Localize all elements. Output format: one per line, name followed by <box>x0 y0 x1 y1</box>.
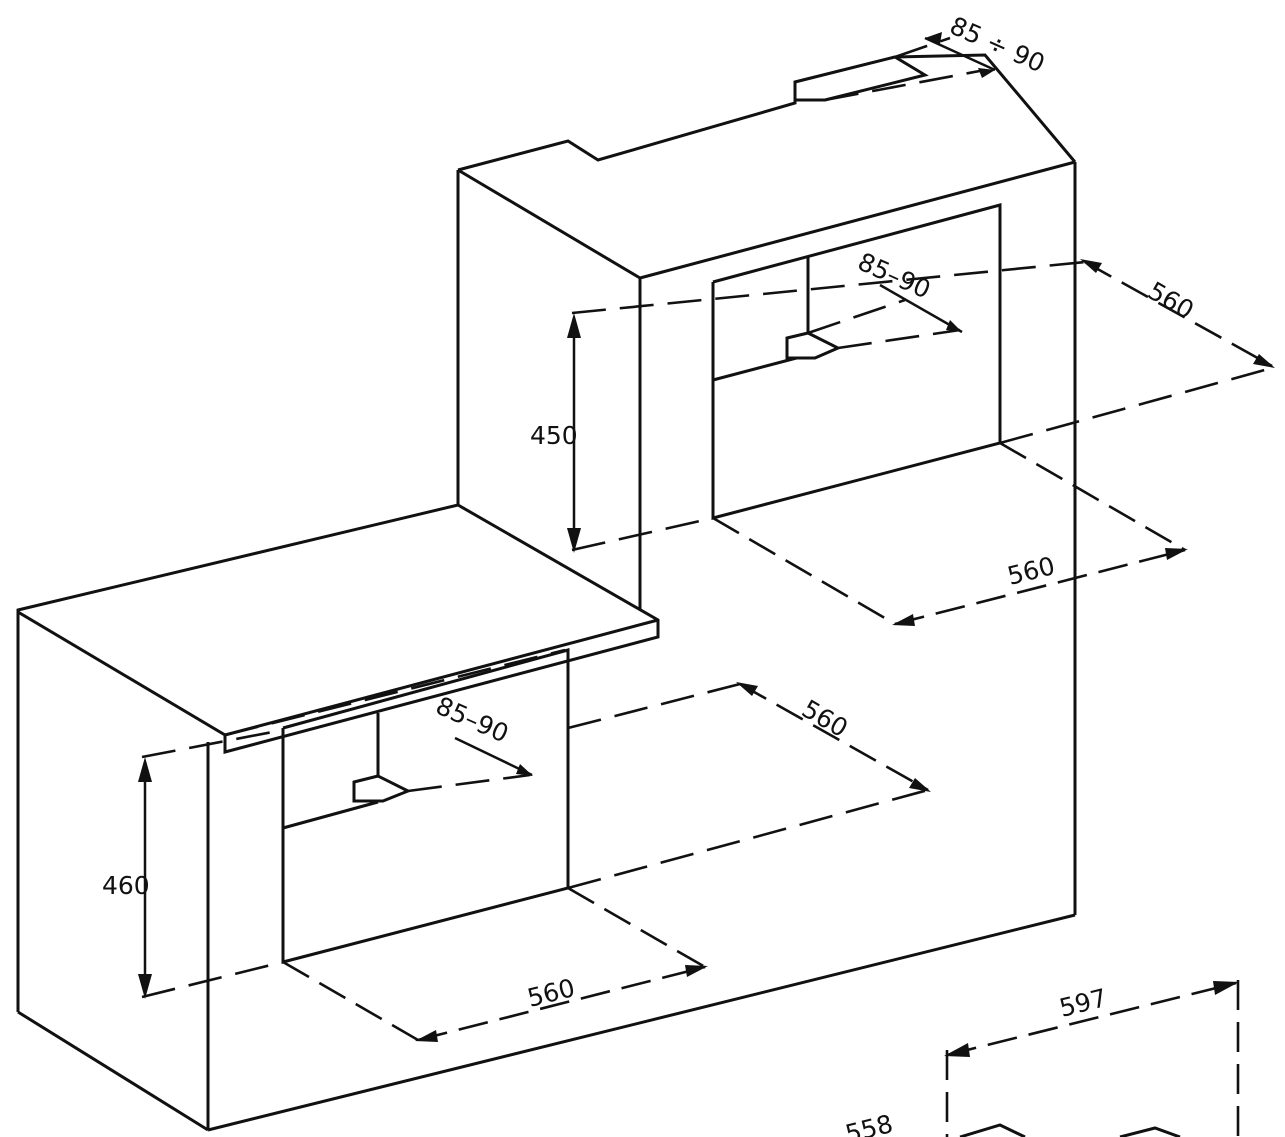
upper-depth-line <box>1084 260 1273 368</box>
arrow-head <box>516 764 533 776</box>
label-appliance-width: 597 <box>1056 983 1109 1023</box>
arrow-head <box>567 528 581 553</box>
upper-cabinet-front-top <box>457 168 641 280</box>
upper-cabinet <box>456 53 1077 915</box>
upper-inner-gap-dash-2 <box>807 298 906 335</box>
upper-top-rail <box>793 55 929 102</box>
appliance-top-edge-2 <box>1119 1126 1181 1137</box>
arrow-head <box>946 320 962 332</box>
arrow-head <box>1253 354 1275 368</box>
label-upper-height: 450 <box>530 421 578 450</box>
upper-width-left-dash <box>712 516 896 626</box>
lower-inner-gap-dash <box>407 773 531 793</box>
upper-inner-gap-dash <box>837 328 961 350</box>
arrow-head <box>909 778 931 792</box>
arrow-head <box>944 1043 970 1057</box>
lower-height-top-dash <box>141 728 284 759</box>
label-upper-depth: 560 <box>1143 276 1199 325</box>
lower-cabinet <box>16 503 1076 1132</box>
label-lower-height: 460 <box>102 871 150 900</box>
upper-gap-leader <box>924 36 996 72</box>
label-lower-width: 560 <box>524 973 577 1013</box>
appliance-top-edge <box>959 1123 1026 1137</box>
upper-niche-outline <box>711 203 1002 520</box>
lower-width-line <box>417 965 706 1042</box>
arrow-head <box>1213 981 1239 995</box>
upper-cabinet-top-front-edge <box>639 160 1076 280</box>
arrow-head <box>1080 259 1102 273</box>
lower-depth-line <box>739 682 929 792</box>
label-appliance-partial: 558 <box>842 1109 895 1137</box>
arrow-head <box>978 68 995 78</box>
upper-depth-bottom-dash <box>999 366 1273 445</box>
arrow-head <box>736 682 758 696</box>
lower-niche-shelf-line <box>282 800 379 830</box>
arrow-head <box>415 1030 438 1042</box>
lower-height-bottom-dash <box>141 960 284 999</box>
worktop-under-dash <box>224 648 566 737</box>
lower-cabinet-bottom-left <box>17 1010 209 1132</box>
appliance-width-line <box>946 981 1237 1057</box>
lower-width-left-dash <box>282 960 419 1042</box>
lower-shelf-rail <box>352 774 412 803</box>
label-lower-gap-inner: 85–90 <box>432 691 513 748</box>
arrow-head <box>567 313 581 338</box>
lower-cabinet-bottom-front <box>207 913 1076 1132</box>
lower-depth-top-dash <box>567 682 741 730</box>
upper-width-line <box>894 548 1186 626</box>
arrow-head <box>925 32 942 44</box>
upper-width-right-dash <box>999 441 1186 552</box>
label-upper-gap-inner: 85–90 <box>854 247 935 304</box>
lower-width-right-dash <box>567 886 706 969</box>
upper-inner-gap-leader <box>879 283 963 334</box>
arrow-head <box>138 974 152 999</box>
arrow-head <box>685 965 708 977</box>
lower-worktop <box>16 503 660 754</box>
upper-gap-dash-2 <box>894 36 951 59</box>
upper-height-bottom-dash <box>571 516 714 552</box>
label-upper-width: 560 <box>1004 551 1057 591</box>
lower-dimensions <box>138 682 931 1042</box>
upper-gap-dash <box>824 68 986 102</box>
arrow-head <box>892 614 915 626</box>
label-lower-depth: 560 <box>797 694 853 743</box>
arrow-head <box>138 757 152 782</box>
upper-height-top-dash <box>571 260 1086 315</box>
upper-shelf-rail <box>785 331 842 360</box>
arrow-head <box>1165 548 1188 560</box>
upper-dimensions <box>567 32 1275 626</box>
lower-depth-bottom-dash <box>567 788 929 890</box>
appliance-outline <box>944 980 1240 1137</box>
